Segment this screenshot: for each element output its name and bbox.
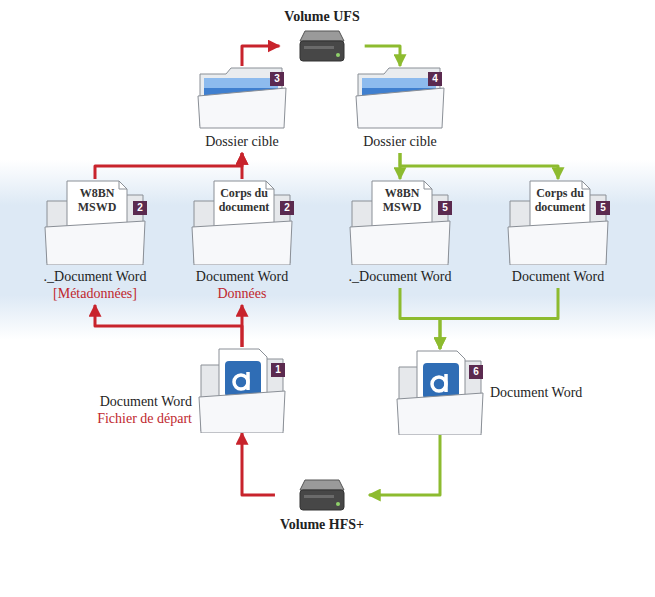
file-name-label: Document Word <box>97 393 192 410</box>
word-logo-glyph <box>234 375 248 389</box>
label-group: Dossier cible <box>358 130 441 153</box>
disk-led <box>336 502 340 506</box>
disk-body <box>300 41 344 61</box>
word-icon: 1 <box>197 347 287 433</box>
callout-number: 5 <box>438 201 452 215</box>
file-name-label: Dossier cible <box>363 133 436 150</box>
disk-drawing <box>298 28 346 64</box>
file-name-label: Dossier cible <box>205 133 278 150</box>
callout-number: 2 <box>280 201 294 215</box>
disk-icon <box>298 28 346 64</box>
disk-slot <box>304 495 334 498</box>
file-content-label: W8BN MSWD <box>372 186 432 214</box>
flow-arrow <box>400 288 440 349</box>
file-content-label: W8BN MSWD <box>67 186 127 214</box>
disk-top <box>300 31 344 41</box>
callout-number: 1 <box>271 363 285 377</box>
disk-slot <box>304 46 334 49</box>
folder-front <box>199 391 285 433</box>
flow-arrow <box>242 46 279 66</box>
flow-arrow <box>95 153 242 179</box>
word-icon: 6 <box>395 349 485 435</box>
word-logo <box>423 363 459 399</box>
file-name-label: Document Word <box>196 268 288 285</box>
word-document: 1Document WordFichier de départ <box>92 347 287 433</box>
callout-number: 5 <box>596 201 610 215</box>
volume-label: Volume HFS+ <box>280 516 364 533</box>
callout-number: 6 <box>469 365 483 379</box>
role-label: Fichier de départ <box>97 410 192 427</box>
docfolder-icon: W8BN MSWD 5 <box>346 179 454 265</box>
disk-icon <box>298 477 346 513</box>
folder-front <box>45 221 145 265</box>
file-name-label: ._Document Word <box>44 268 147 285</box>
word-document: 6Document Word <box>395 349 587 435</box>
callout-number: 2 <box>133 201 147 215</box>
flow-arrow <box>365 46 400 66</box>
word-logo-glyph <box>432 377 446 391</box>
label-group: Dossier cible <box>200 130 283 153</box>
file-content-label: Corps du document <box>530 186 590 214</box>
docfolder-icon: W8BN MSWD 2 <box>41 179 149 265</box>
flow-arrow <box>241 305 244 347</box>
word-drawing <box>197 347 287 433</box>
role-label: Données <box>196 285 288 302</box>
file-part: W8BN MSWD 2 ._Document Word[Métadonnées] <box>39 179 152 305</box>
disk-top <box>300 480 344 490</box>
label-group: Document Word <box>485 381 587 404</box>
folder-front <box>356 88 444 128</box>
word-drawing <box>395 349 485 435</box>
folder-inside-light <box>204 78 278 88</box>
docfolder-icon: Corps du document 5 <box>504 179 612 265</box>
sheet-fold <box>424 181 432 189</box>
label-group: ._Document Word[Métadonnées] <box>39 265 152 305</box>
word-logo-glyph <box>444 374 448 392</box>
flow-arrow <box>440 288 558 349</box>
file-name-label: ._Document Word <box>349 268 452 285</box>
disk-volume: Volume HFS+ <box>275 477 369 536</box>
word-logo-glyph <box>246 372 250 390</box>
folder-front <box>508 221 608 265</box>
label-group: Volume UFS <box>279 5 364 28</box>
folder-front <box>198 88 286 128</box>
label-group: Document WordFichier de départ <box>92 390 197 433</box>
file-part: Corps du document 5Document Word <box>504 179 612 288</box>
sheet-fold <box>119 181 127 189</box>
folder-front <box>397 393 483 435</box>
file-part: Corps du document 2Document WordDonnées <box>188 179 296 305</box>
target-folder: 3Dossier cible <box>196 66 288 153</box>
flow-arrow <box>95 305 242 347</box>
flow-arrow <box>369 435 440 495</box>
disk-body <box>300 490 344 510</box>
disk-drawing <box>298 477 346 513</box>
label-group: ._Document Word <box>344 265 457 288</box>
flow-arrow <box>241 153 244 179</box>
disk-volume: Volume UFS <box>279 5 364 64</box>
folder-icon: 4 <box>354 66 446 130</box>
volume-label: Volume UFS <box>284 8 359 25</box>
file-part: W8BN MSWD 5 ._Document Word <box>344 179 457 288</box>
target-folder: 4Dossier cible <box>354 66 446 153</box>
role-label: [Métadonnées] <box>44 285 147 302</box>
label-group: Document WordDonnées <box>191 265 293 305</box>
file-content-label: Corps du document <box>214 186 274 214</box>
label-group: Volume HFS+ <box>275 513 369 536</box>
callout-number: 3 <box>270 72 284 86</box>
file-name-label: Document Word <box>490 384 582 401</box>
file-name-label: Document Word <box>512 268 604 285</box>
callout-number: 4 <box>428 72 442 86</box>
folder-icon: 3 <box>196 66 288 130</box>
folder-front <box>192 221 292 265</box>
disk-led <box>336 53 340 57</box>
flow-arrow <box>400 153 558 179</box>
docfolder-icon: Corps du document 2 <box>188 179 296 265</box>
folder-front <box>350 221 450 265</box>
flow-arrow <box>242 433 275 495</box>
label-group: Document Word <box>507 265 609 288</box>
word-logo <box>225 361 261 397</box>
folder-inside-light <box>362 78 436 88</box>
